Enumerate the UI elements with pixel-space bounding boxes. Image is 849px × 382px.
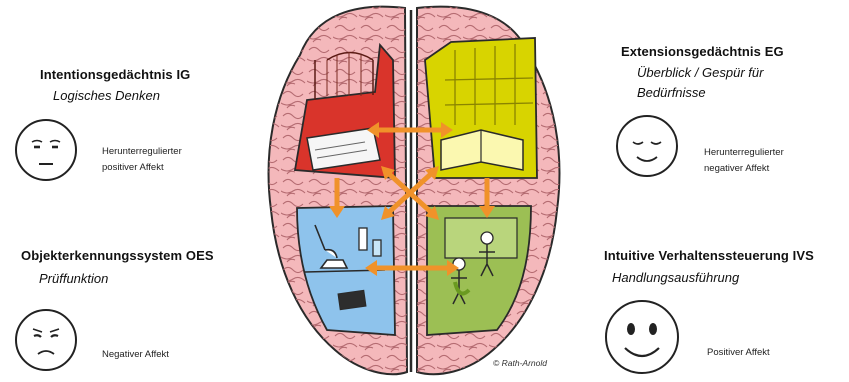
- eg-region: [425, 38, 537, 178]
- eg-subtitle-line1: Überblick / Gespür für: [637, 65, 763, 80]
- eg-affect: Herunterregulierter negativer Affekt: [704, 145, 784, 177]
- eg-affect-line1: Herunterregulierter: [704, 145, 784, 161]
- oes-title: Objekterkennungssystem OES: [21, 248, 214, 263]
- ig-title: Intentionsgedächtnis IG: [40, 67, 190, 82]
- ig-subtitle: Logisches Denken: [53, 88, 160, 103]
- eg-affect-line2: negativer Affekt: [704, 161, 784, 177]
- oes-affect: Negativer Affekt: [102, 347, 169, 363]
- eg-subtitle-line2: Bedürfnisse: [637, 85, 706, 100]
- eg-title: Extensionsgedächtnis EG: [621, 44, 784, 59]
- ivs-title: Intuitive Verhaltenssteuerung IVS: [604, 248, 814, 263]
- ivs-affect: Positiver Affekt: [707, 345, 770, 361]
- ig-affect-line1: Herunterregulierter: [102, 144, 182, 160]
- ivs-subtitle: Handlungsausführung: [612, 270, 739, 285]
- ig-affect-line2: positiver Affekt: [102, 160, 182, 176]
- happy-face-icon: [603, 296, 681, 378]
- brain-illustration: © Rath-Arnold: [255, 0, 575, 382]
- credit-text: © Rath-Arnold: [493, 358, 547, 368]
- oes-subtitle: Prüffunktion: [39, 271, 108, 286]
- calm-smile-face-icon: [614, 110, 680, 182]
- neutral-face-icon: [13, 116, 79, 184]
- ig-affect: Herunterregulierter positiver Affekt: [102, 144, 182, 176]
- frowning-face-icon: [13, 306, 79, 374]
